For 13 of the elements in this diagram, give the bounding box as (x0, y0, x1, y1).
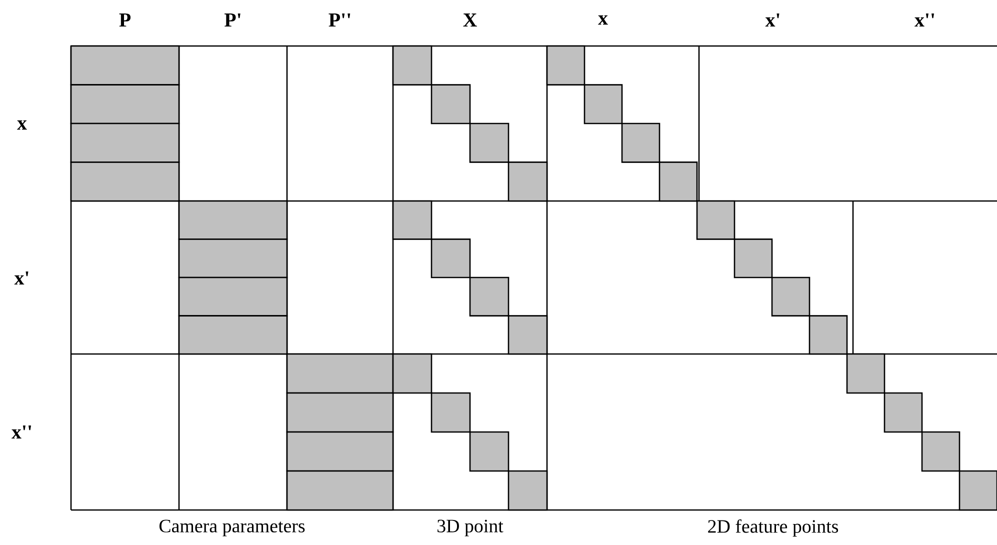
axis-label: x (598, 15, 608, 25)
axis-label: P'' (328, 13, 350, 27)
group-label: Camera parameters (159, 520, 305, 536)
axis-label: X (463, 13, 477, 27)
axis-label: P (119, 13, 131, 27)
axis-label: x'' (914, 13, 934, 27)
axis-label: x' (14, 271, 28, 285)
axis-label: P' (224, 13, 240, 27)
group-label: 3D point (438, 520, 504, 536)
axis-label: x' (765, 13, 780, 27)
axis-label: x'' (12, 425, 32, 439)
group-label: 2D feature points (708, 519, 838, 537)
axis-label: x (17, 120, 27, 130)
